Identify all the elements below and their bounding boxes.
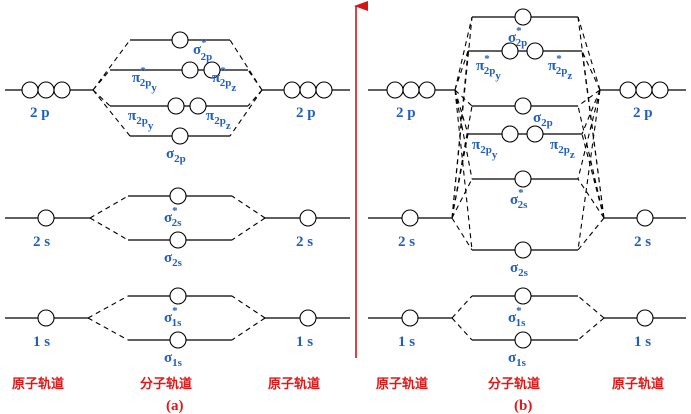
label-sigma-star-2p-b: σ*2p [508,25,527,49]
mo-sigma-2s-b [472,241,578,259]
caption-atomic-left-a: 原子轨道 [12,376,64,392]
mo-sigma-2p-b [472,97,578,115]
caption-atomic-left-b: 原子轨道 [376,376,428,392]
mo-pi-2p [110,97,248,115]
label-sigma-2s-b: σ2s [510,260,529,279]
label-1s-left: 1 s [33,334,50,350]
panel-a: 2 p 2 p [5,31,350,414]
label-sigma-star-2s: σ*2s [164,205,182,229]
label-1s-right-b: 1 s [634,334,651,350]
mo-sigma-star-2p-b [472,8,578,26]
mo-sigma-star-2p [130,31,230,49]
mo-sigma-2p [130,127,230,145]
atomic-2p-right-b [600,81,686,99]
label-sigma-2p-b: σ2p [533,110,553,129]
mo-sigma-star-2s-b [472,170,578,188]
caption-molecular-a: 分子轨道 [140,376,192,392]
label-sigma-2s: σ2s [164,250,183,269]
label-sigma-1s: σ1s [164,350,183,369]
label-sigma-star-2p: σ*2p [193,37,212,63]
atomic-2s-left-b [368,209,452,227]
mo-sigma-star-2s [128,187,232,205]
label-pi-2pz-b: π2pz [550,137,575,161]
caption-b: (b) [514,398,532,414]
atomic-1s-left [5,309,88,327]
label-pi-star-2pz: π*2pz [212,65,236,94]
caption-a: (a) [166,398,184,414]
correlation-lines-1s [87,295,266,341]
label-pi-star-2py-b: π*2py [476,53,501,82]
panel-b: 2 p 2 p 2 s 2 s [368,8,686,414]
label-2p-right-b: 2 p [633,105,653,121]
atomic-2s-right-b [604,209,686,227]
label-pi-2pz: π2pz [206,108,231,132]
label-2s-right: 2 s [296,234,313,250]
atomic-2p-left-b [368,81,455,99]
label-2s-left-b: 2 s [398,234,415,250]
label-sigma-star-1s: σ*1s [164,305,182,329]
atomic-1s-right-b [604,309,686,327]
mo-pi-star-2p-b [468,42,582,60]
mo-sigma-star-1s [128,287,232,305]
label-sigma-star-1s-b: σ*1s [508,305,526,329]
atomic-2s-right [265,209,350,227]
label-2p-right: 2 p [296,105,316,121]
atomic-1s-left-b [368,309,452,327]
caption-molecular-b: 分子轨道 [488,376,540,392]
mo-pi-star-2p [110,61,248,79]
mo-pi-2p-b [468,125,582,143]
label-pi-2py-b: π2py [472,137,498,161]
label-1s-left-b: 1 s [398,334,415,350]
label-2s-right-b: 2 s [634,234,651,250]
correlation-lines-2p2s-b [451,16,605,251]
caption-atomic-right-a: 原子轨道 [268,376,320,392]
label-pi-star-2py: π*2py [132,65,157,94]
mo-sigma-2s [128,231,232,249]
label-1s-right: 1 s [296,334,313,350]
atomic-2s-left [5,209,90,227]
correlation-lines-2p [92,39,263,137]
label-pi-2py: π2py [128,108,154,132]
atomic-2p-right [262,81,350,99]
atomic-2p-left [5,81,93,99]
correlation-lines-2s [89,195,266,241]
mo-sigma-star-1s-b [472,287,578,305]
label-sigma-2p: σ2p [166,146,186,165]
mo-sigma-1s-b [472,331,578,349]
label-2p-left: 2 p [30,105,50,121]
atomic-1s-right [265,309,350,327]
label-pi-star-2pz-b: π*2pz [548,53,572,82]
label-2p-left-b: 2 p [396,105,416,121]
mo-sigma-1s [128,331,232,349]
label-2s-left: 2 s [33,234,50,250]
caption-atomic-right-b: 原子轨道 [612,376,664,392]
label-sigma-star-2s-b: σ*2s [510,187,528,211]
label-sigma-1s-b: σ1s [508,350,527,369]
